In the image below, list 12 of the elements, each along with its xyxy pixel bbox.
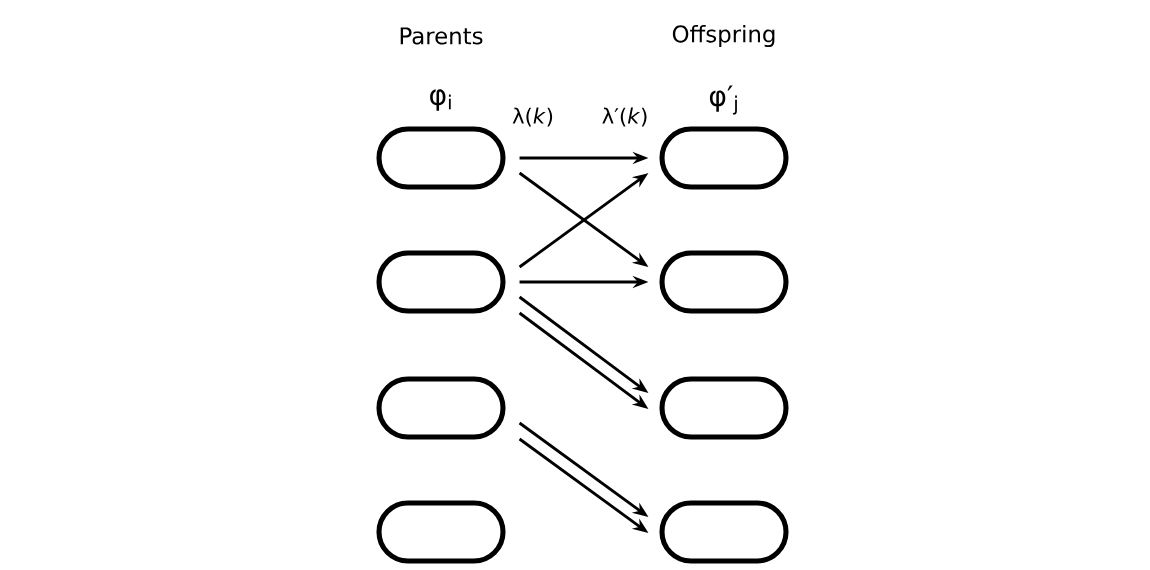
stadium-node: [659, 126, 789, 190]
stadium-node: [659, 500, 789, 564]
stadium-node: [376, 126, 506, 190]
stadium-node: [659, 376, 789, 440]
rate-label: λ′(k): [602, 107, 647, 127]
stadium-node: [376, 250, 506, 314]
column-heading: Parents: [400, 27, 483, 45]
stadium-node: [376, 376, 506, 440]
stadium-node: [659, 250, 789, 314]
rate-label: λ(k): [512, 107, 553, 127]
stadium-node: [376, 500, 506, 564]
column-heading: Offspring: [672, 24, 775, 48]
